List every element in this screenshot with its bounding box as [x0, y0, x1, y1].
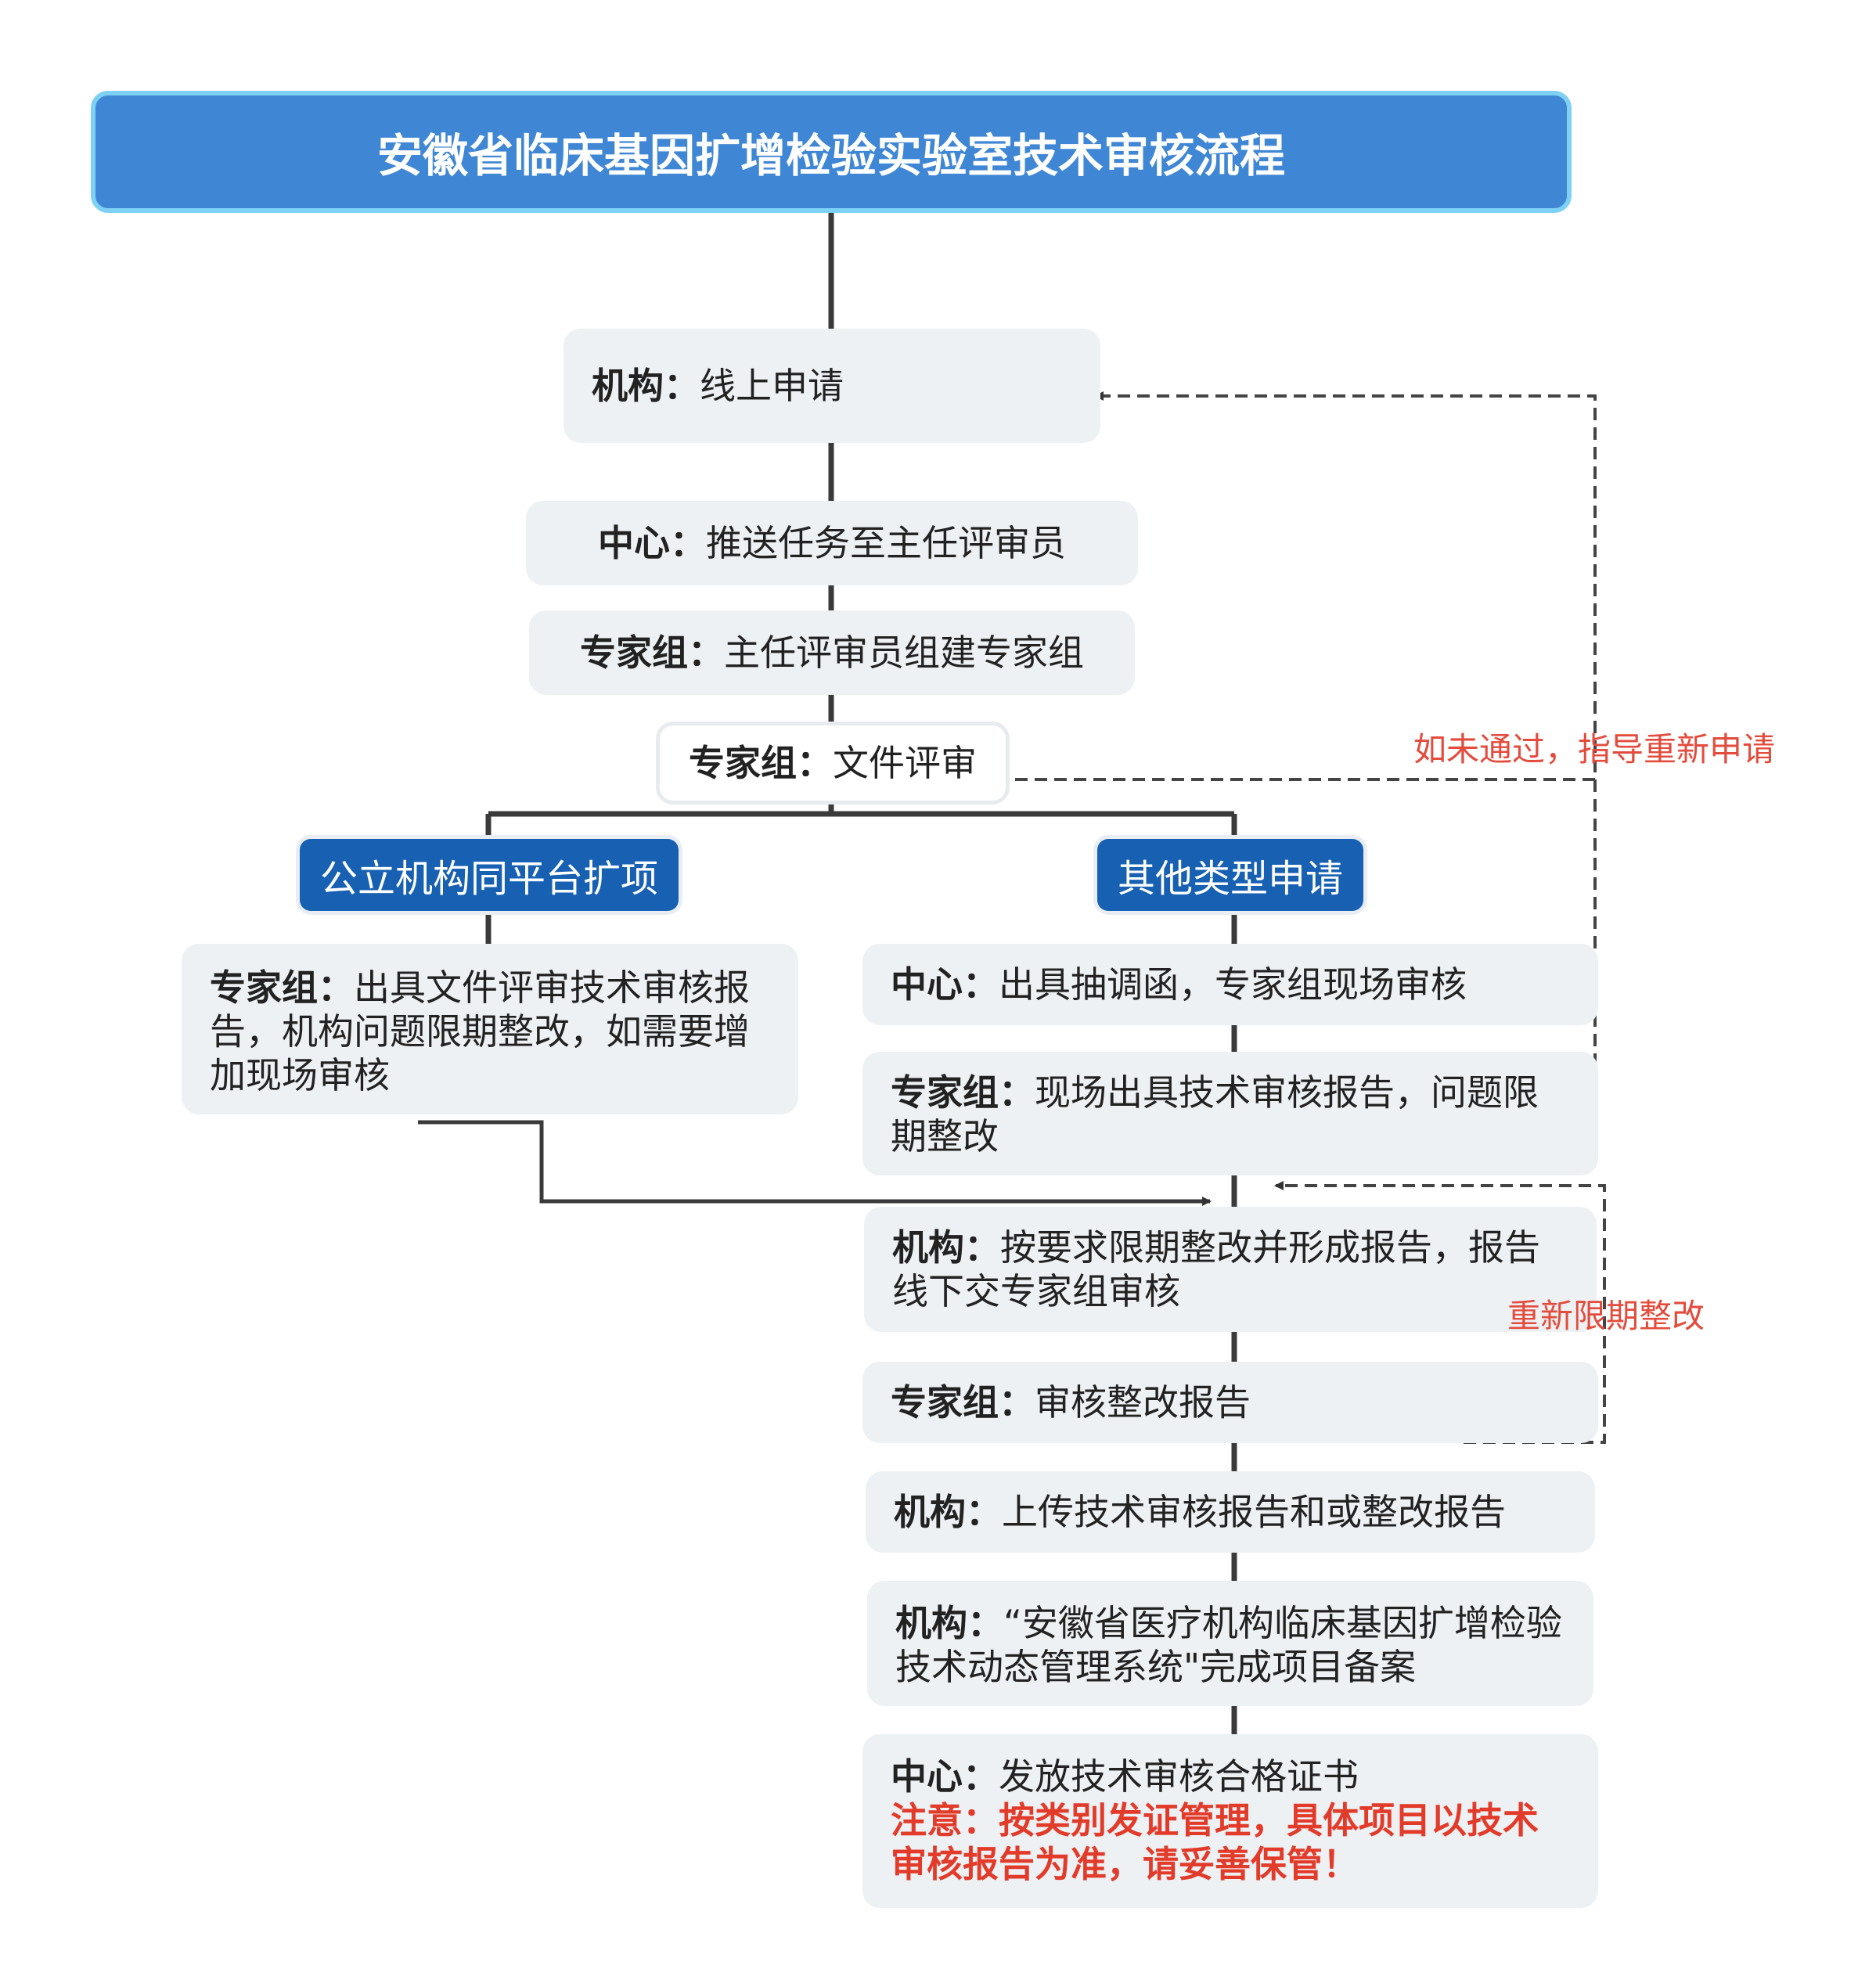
step-issue-certificate: 中心：发放技术审核合格证书 注意：按类别发证管理，具体项目以技术审核报告为准，请… [862, 1734, 1598, 1908]
step-review-rectification: 专家组：审核整改报告 [862, 1362, 1598, 1443]
step-text: “安徽省医疗机构临床基因扩增检验技术动态管理系统"完成项目备案 [895, 1602, 1562, 1688]
actor-label: 机构： [592, 365, 700, 407]
step-left-document-report: 专家组：出具文件评审技术审核报告，机构问题限期整改，如需要增加现场审核 [182, 944, 798, 1114]
actor-label: 专家组： [580, 632, 724, 674]
step-text: 推送任务至主任评审员 [706, 522, 1066, 564]
retry-apply-annotation: 如未通过，指导重新申请 [1413, 730, 1776, 769]
step-text: 出具抽调函，专家组现场审核 [999, 963, 1467, 1006]
branch-other-types: 其他类型申请 [1097, 839, 1363, 911]
step-push-task: 中心：推送任务至主任评审员 [526, 501, 1138, 585]
step-text: 上传技术审核报告和或整改报告 [1002, 1491, 1506, 1533]
step-system-filing: 机构：“安徽省医疗机构临床基因扩增检验技术动态管理系统"完成项目备案 [867, 1581, 1593, 1706]
step-text: 现场出具技术审核报告，问题限期整改 [891, 1071, 1539, 1157]
certificate-note: 注意：按类别发证管理，具体项目以技术审核报告为准，请妥善保管！ [891, 1799, 1539, 1885]
retry-fix-annotation: 重新限期整改 [1507, 1297, 1705, 1335]
branch-public-institution: 公立机构同平台扩项 [300, 839, 679, 911]
actor-label: 中心： [598, 522, 706, 564]
actor-label: 机构： [892, 1226, 1000, 1269]
step-online-apply: 机构：线上申请 [564, 329, 1100, 443]
left-to-right-arrow [418, 1120, 1212, 1206]
step-text: 审核整改报告 [1035, 1381, 1251, 1424]
step-text: 出具文件评审技术审核报告，机构问题限期整改，如需要增加现场审核 [210, 967, 750, 1096]
step-text: 线上申请 [700, 365, 844, 407]
step-onsite-audit: 中心：出具抽调函，专家组现场审核 [862, 944, 1598, 1025]
step-rectification: 机构：按要求限期整改并形成报告，报告线下交专家组审核 [864, 1207, 1597, 1332]
actor-label: 专家组： [210, 967, 354, 1009]
step-text: 主任评审员组建专家组 [724, 632, 1084, 674]
actor-label: 中心： [891, 963, 999, 1006]
step-form-expert-group: 专家组：主任评审员组建专家组 [529, 610, 1135, 695]
step-upload-report: 机构：上传技术审核报告和或整改报告 [866, 1471, 1595, 1553]
step-text: 发放技术审核合格证书 [999, 1755, 1359, 1798]
retry-apply-arrow [1015, 391, 1597, 781]
actor-label: 专家组： [891, 1071, 1035, 1114]
actor-label: 机构： [895, 1602, 1003, 1644]
actor-label: 中心： [891, 1755, 999, 1798]
step-text: 文件评审 [833, 742, 977, 784]
step-text: 按要求限期整改并形成报告，报告线下交专家组审核 [892, 1226, 1540, 1312]
actor-label: 机构： [894, 1491, 1002, 1533]
step-onsite-report: 专家组：现场出具技术审核报告，问题限期整改 [862, 1052, 1598, 1175]
actor-label: 专家组： [689, 742, 833, 784]
actor-label: 专家组： [891, 1381, 1035, 1424]
step-document-review: 专家组：文件评审 [656, 722, 1010, 805]
page-title: 安徽省临床基因扩增检验实验室技术审核流程 [91, 91, 1572, 213]
